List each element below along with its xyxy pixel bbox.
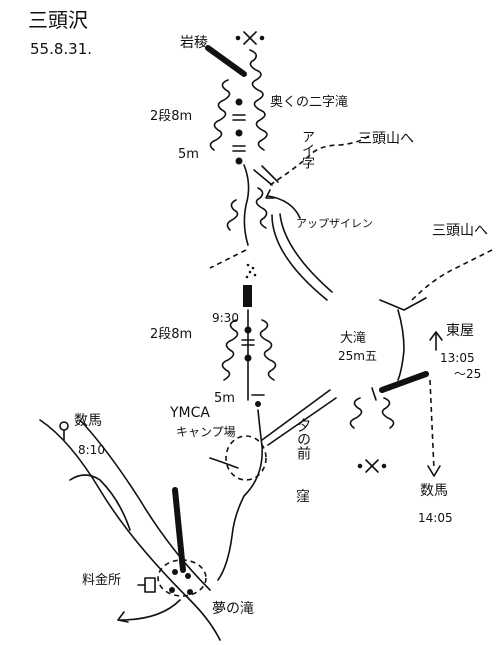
stream-mid [243, 164, 250, 246]
main-trail-lower [217, 409, 263, 581]
stream-upper-right [249, 49, 268, 151]
label-time-1405: 14:05 [418, 511, 453, 525]
label-nidan8m-lower: 2段8m [150, 327, 193, 342]
ymca-camp-area [225, 435, 267, 481]
bus-stop-icon [59, 421, 69, 441]
upsailen-arrow [267, 195, 301, 219]
stream-lower-right [259, 319, 277, 381]
ymca-pointer [209, 457, 239, 469]
trail-to-mitousan-2 [411, 249, 493, 301]
label-tanomae2: 窪 [296, 489, 310, 505]
tanomae-road [261, 389, 331, 441]
label-kazusa2: 数馬 [420, 483, 448, 499]
river-inner [69, 474, 131, 531]
label-ryokinsho: 料金所 [82, 573, 122, 588]
waterfall-marks-upper [235, 98, 243, 165]
stream-mid-left [226, 199, 239, 231]
toll-station-icon [137, 577, 156, 593]
yumenotaki-area [157, 559, 207, 597]
waterfall-marks-lower [244, 326, 261, 407]
exit-arrow-line [119, 599, 181, 621]
map-date: 55.8.31. [30, 40, 93, 58]
stream-lower-left [221, 319, 239, 381]
waterfall-block [243, 285, 252, 307]
summit-top-icon [235, 31, 265, 45]
label-time-1305: 13:05 [440, 351, 475, 365]
river-right-bank [79, 419, 211, 591]
rock-ridge-line [205, 45, 247, 77]
label-nidan8m-upper: 2段8m [150, 109, 193, 124]
label-yumenotaki: 夢の滝 [212, 601, 254, 617]
label-camp: キャンプ場 [176, 425, 236, 439]
tanomae-road-2 [267, 397, 337, 446]
label-ootaki: 大滝 [340, 331, 367, 346]
ootaki-mark [371, 387, 377, 401]
waterfall-cluster-mid [245, 263, 257, 279]
road-inner [279, 213, 333, 293]
map-title: 三頭沢 [28, 8, 88, 32]
label-aiuchi: アイ字 [299, 130, 314, 169]
label-iwaryo: 岩稜 [180, 35, 208, 51]
waterfall-ticks-lower [241, 339, 265, 396]
stream-upper-left [209, 79, 231, 151]
thick-road-bottom [172, 487, 186, 573]
label-5m-lower: 5m [214, 391, 235, 406]
label-5m-upper: 5m [178, 147, 199, 162]
thick-road-right [379, 371, 429, 393]
label-to-mitousan-1: 三頭山へ [358, 131, 414, 147]
label-higashiya: 東屋 [446, 323, 474, 339]
up-arrow-icon [429, 331, 443, 351]
stream-right-left [349, 397, 363, 429]
label-tanomae: 夕の前 [295, 418, 311, 460]
ridge-right-2 [397, 309, 405, 381]
exit-arrowhead [117, 611, 129, 623]
label-okunonijitaki: 奥くの二字滝 [270, 95, 349, 110]
label-ymca: YMCA [170, 405, 210, 421]
label-to-mitousan-2: 三頭山へ [432, 223, 488, 239]
label-upsailen: アップザイレン [296, 217, 373, 230]
trail-to-kazusa [429, 379, 435, 471]
river-left-bank [39, 419, 221, 641]
label-time-810: 8:10 [78, 443, 105, 457]
summit-bottom-icon [357, 459, 387, 473]
gorge-line-1 [253, 169, 273, 186]
label-time-25: ～25 [454, 367, 482, 381]
label-ootaki-height: 25m五 [338, 349, 377, 363]
trail-to-mitousan-1 [269, 134, 371, 186]
upsailen-arrowhead [265, 189, 275, 199]
kazusa-arrowhead [427, 465, 441, 477]
stream-right-right [381, 397, 395, 429]
label-time-930: 9:30 [212, 311, 239, 325]
yumenotaki-dots [169, 569, 193, 595]
gorge-line-2 [261, 165, 279, 183]
waterfall-ticks-upper [232, 114, 246, 152]
ridge-right-1 [379, 297, 427, 311]
road-outer [271, 214, 328, 301]
stream-mid-right [255, 187, 268, 229]
trail-mid [209, 249, 247, 269]
label-kazusa: 数馬 [74, 413, 102, 429]
